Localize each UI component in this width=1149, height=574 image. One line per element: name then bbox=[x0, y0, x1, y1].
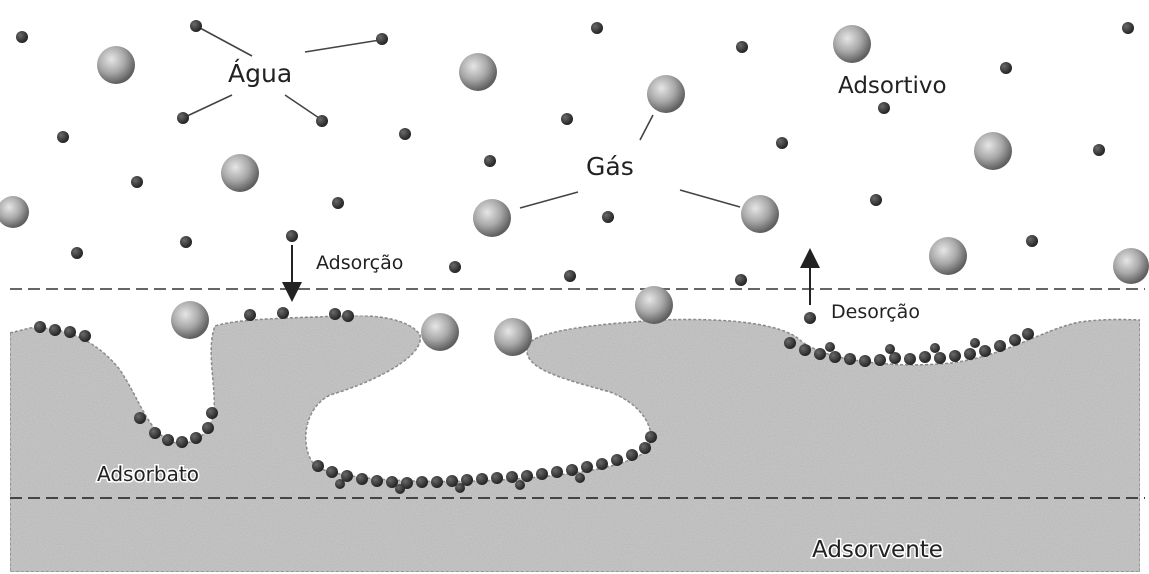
label-adsorvente: Adsorvente bbox=[812, 537, 943, 563]
water-molecules bbox=[16, 20, 1134, 324]
label-adsortivo: Adsortivo bbox=[838, 73, 947, 99]
label-adsorcao: Adsorção bbox=[316, 252, 403, 274]
label-gas: Gás bbox=[586, 152, 634, 181]
label-desorcao: Desorção bbox=[831, 301, 920, 323]
label-agua: Água bbox=[228, 59, 292, 88]
gas-molecules bbox=[0, 25, 1149, 356]
label-adsorbato: Adsorbato bbox=[97, 462, 199, 486]
